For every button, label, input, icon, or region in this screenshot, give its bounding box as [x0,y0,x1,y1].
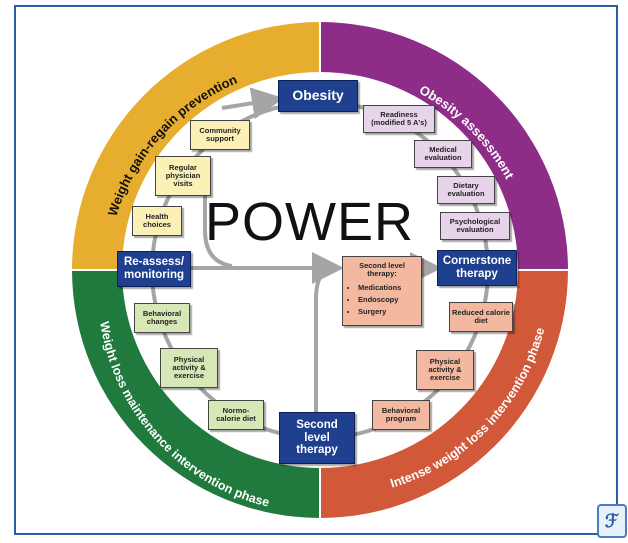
publisher-logo-icon[interactable]: ℱ [597,504,627,538]
normo-calorie-diet-box: Normo-calorie diet [208,400,264,430]
dietary-evaluation-box: Dietary evaluation [437,176,495,204]
list-item: Endoscopy [358,295,415,304]
community-support-box: Community support [190,120,250,150]
physical-activity-intense-box: Physical activity & exercise [416,350,474,390]
readiness-box: Readiness (modified 5 A's) [363,105,435,133]
cornerstone-therapy-box: Cornerstone therapy [437,250,517,286]
ring-maintenance [72,270,320,518]
list-item: Medications [358,283,415,292]
medical-evaluation-box: Medical evaluation [414,140,472,168]
second-level-list: Medications Endoscopy Surgery [349,283,415,317]
second-level-detail-title: Second level therapy: [359,261,405,279]
power-title: POWER [205,192,415,252]
ring-prevention [72,22,320,270]
second-level-detail-box: Second level therapy: Medications Endosc… [342,256,422,326]
behavioral-changes-box: Behavioral changes [134,303,190,333]
health-choices-box: Health choices [132,206,182,236]
ring-intervention [320,270,568,518]
regular-physician-visits-box: Regular physician visits [155,156,211,196]
ring-assessment [320,22,568,270]
behavioral-program-box: Behavioral program [372,400,430,430]
psychological-evaluation-box: Psychological evaluation [440,212,510,240]
reassess-monitoring-box: Re-assess/ monitoring [117,251,191,287]
list-item: Surgery [358,307,415,316]
reduced-calorie-diet-box: Reduced calorie diet [449,302,513,332]
second-level-therapy-box: Second level therapy [279,412,355,464]
physical-activity-maintenance-box: Physical activity & exercise [160,348,218,388]
obesity-box: Obesity [278,80,358,112]
